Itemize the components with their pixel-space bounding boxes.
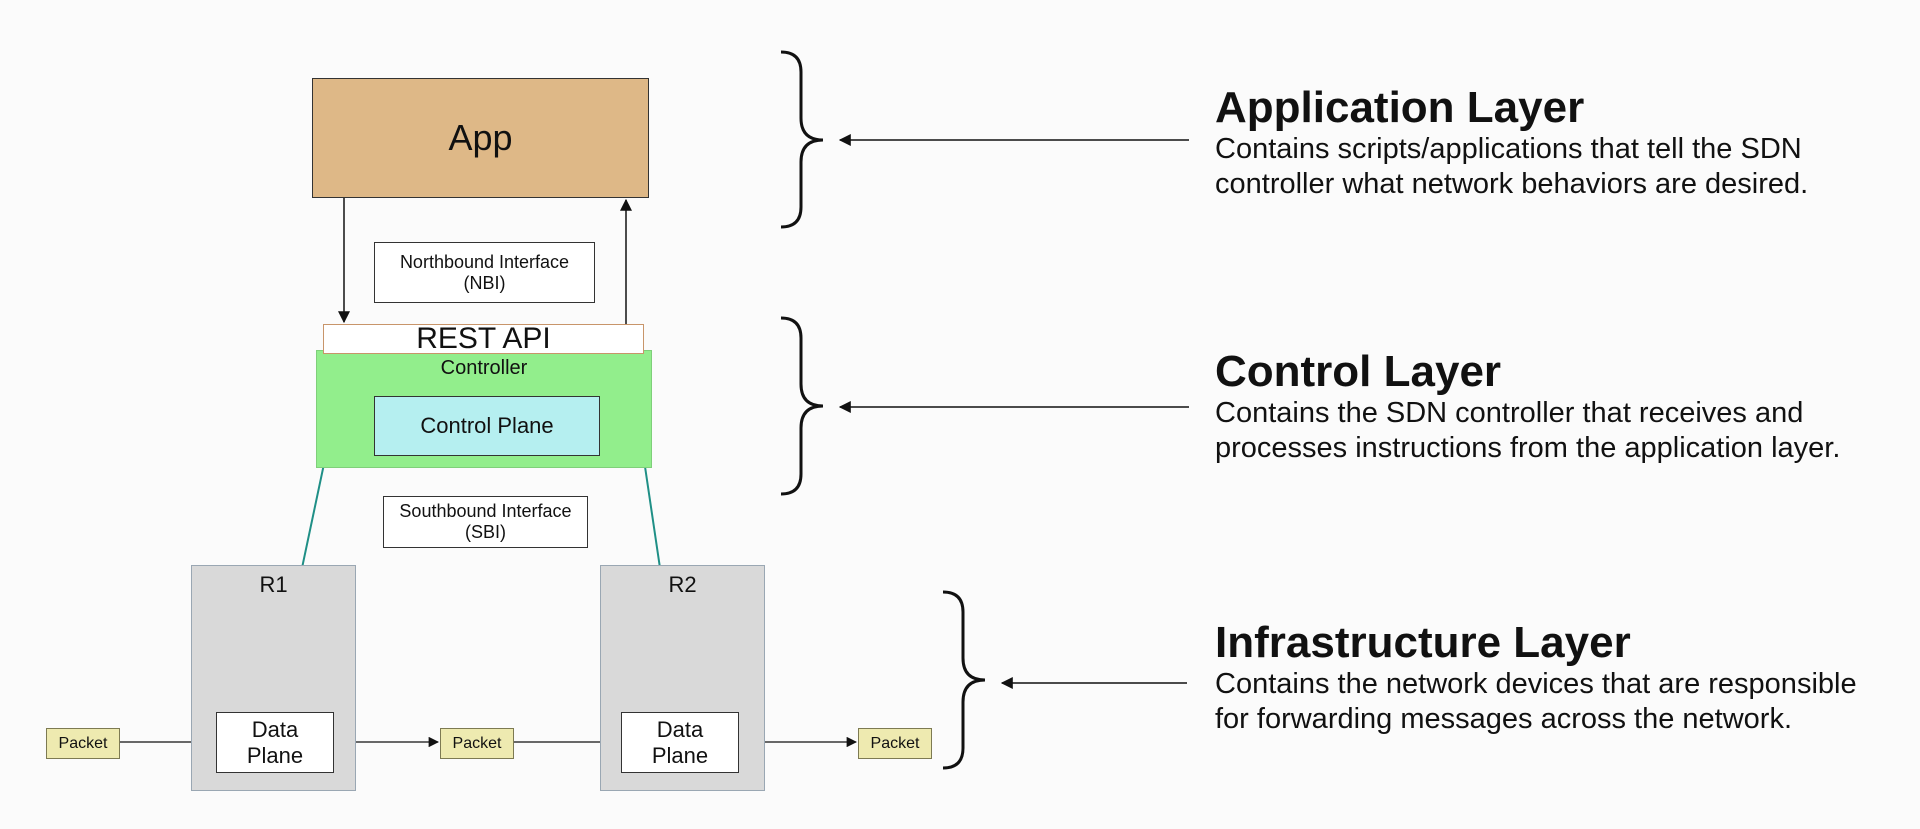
control-plane-label: Control Plane (420, 413, 554, 438)
nbi-label-line2: (NBI) (463, 272, 506, 293)
sbi-box: Southbound Interface (SBI) (383, 496, 588, 548)
packet-label: Packet (452, 734, 502, 752)
brace-control-icon (780, 316, 824, 496)
sbi-label-line2: (SBI) (464, 522, 506, 542)
application-layer-text: Application Layer Contains scripts/appli… (1215, 84, 1895, 202)
layer-description: Contains the SDN controller that receive… (1215, 397, 1841, 464)
controller-label: Controller (440, 357, 528, 379)
rest-api-label: REST API (416, 322, 551, 355)
layer-title: Application Layer (1215, 83, 1585, 132)
packet-label: Packet (870, 734, 920, 752)
layer-description: Contains scripts/applications that tell … (1215, 133, 1809, 200)
packet-1: Packet (46, 728, 120, 759)
packet-2: Packet (440, 728, 514, 759)
packet-label: Packet (58, 734, 108, 752)
nbi-label-line1: Northbound Interface (399, 251, 570, 272)
router-r2-label: R2 (668, 572, 697, 597)
data-plane-r1: Data Plane (216, 712, 334, 773)
sbi-label-line1: Southbound Interface (399, 501, 572, 521)
layer-title: Infrastructure Layer (1215, 618, 1631, 667)
app-box: App (312, 78, 649, 198)
app-label: App (448, 117, 513, 158)
nbi-box: Northbound Interface (NBI) (374, 242, 595, 303)
infrastructure-layer-text: Infrastructure Layer Contains the networ… (1215, 619, 1895, 737)
data-plane-r2: Data Plane (621, 712, 739, 773)
brace-application-icon (780, 50, 824, 229)
router-r1-label: R1 (259, 572, 288, 597)
rest-api-box: REST API (323, 324, 644, 354)
brace-infrastructure-icon (942, 590, 986, 770)
packet-3: Packet (858, 728, 932, 759)
control-plane-box: Control Plane (374, 396, 600, 456)
data-plane-line2: Plane (246, 742, 304, 768)
data-plane-line1: Data (656, 716, 704, 742)
data-plane-line2: Plane (651, 742, 709, 768)
data-plane-line1: Data (251, 716, 299, 742)
control-layer-text: Control Layer Contains the SDN controlle… (1215, 348, 1895, 466)
layer-title: Control Layer (1215, 347, 1502, 396)
layer-description: Contains the network devices that are re… (1215, 668, 1857, 735)
